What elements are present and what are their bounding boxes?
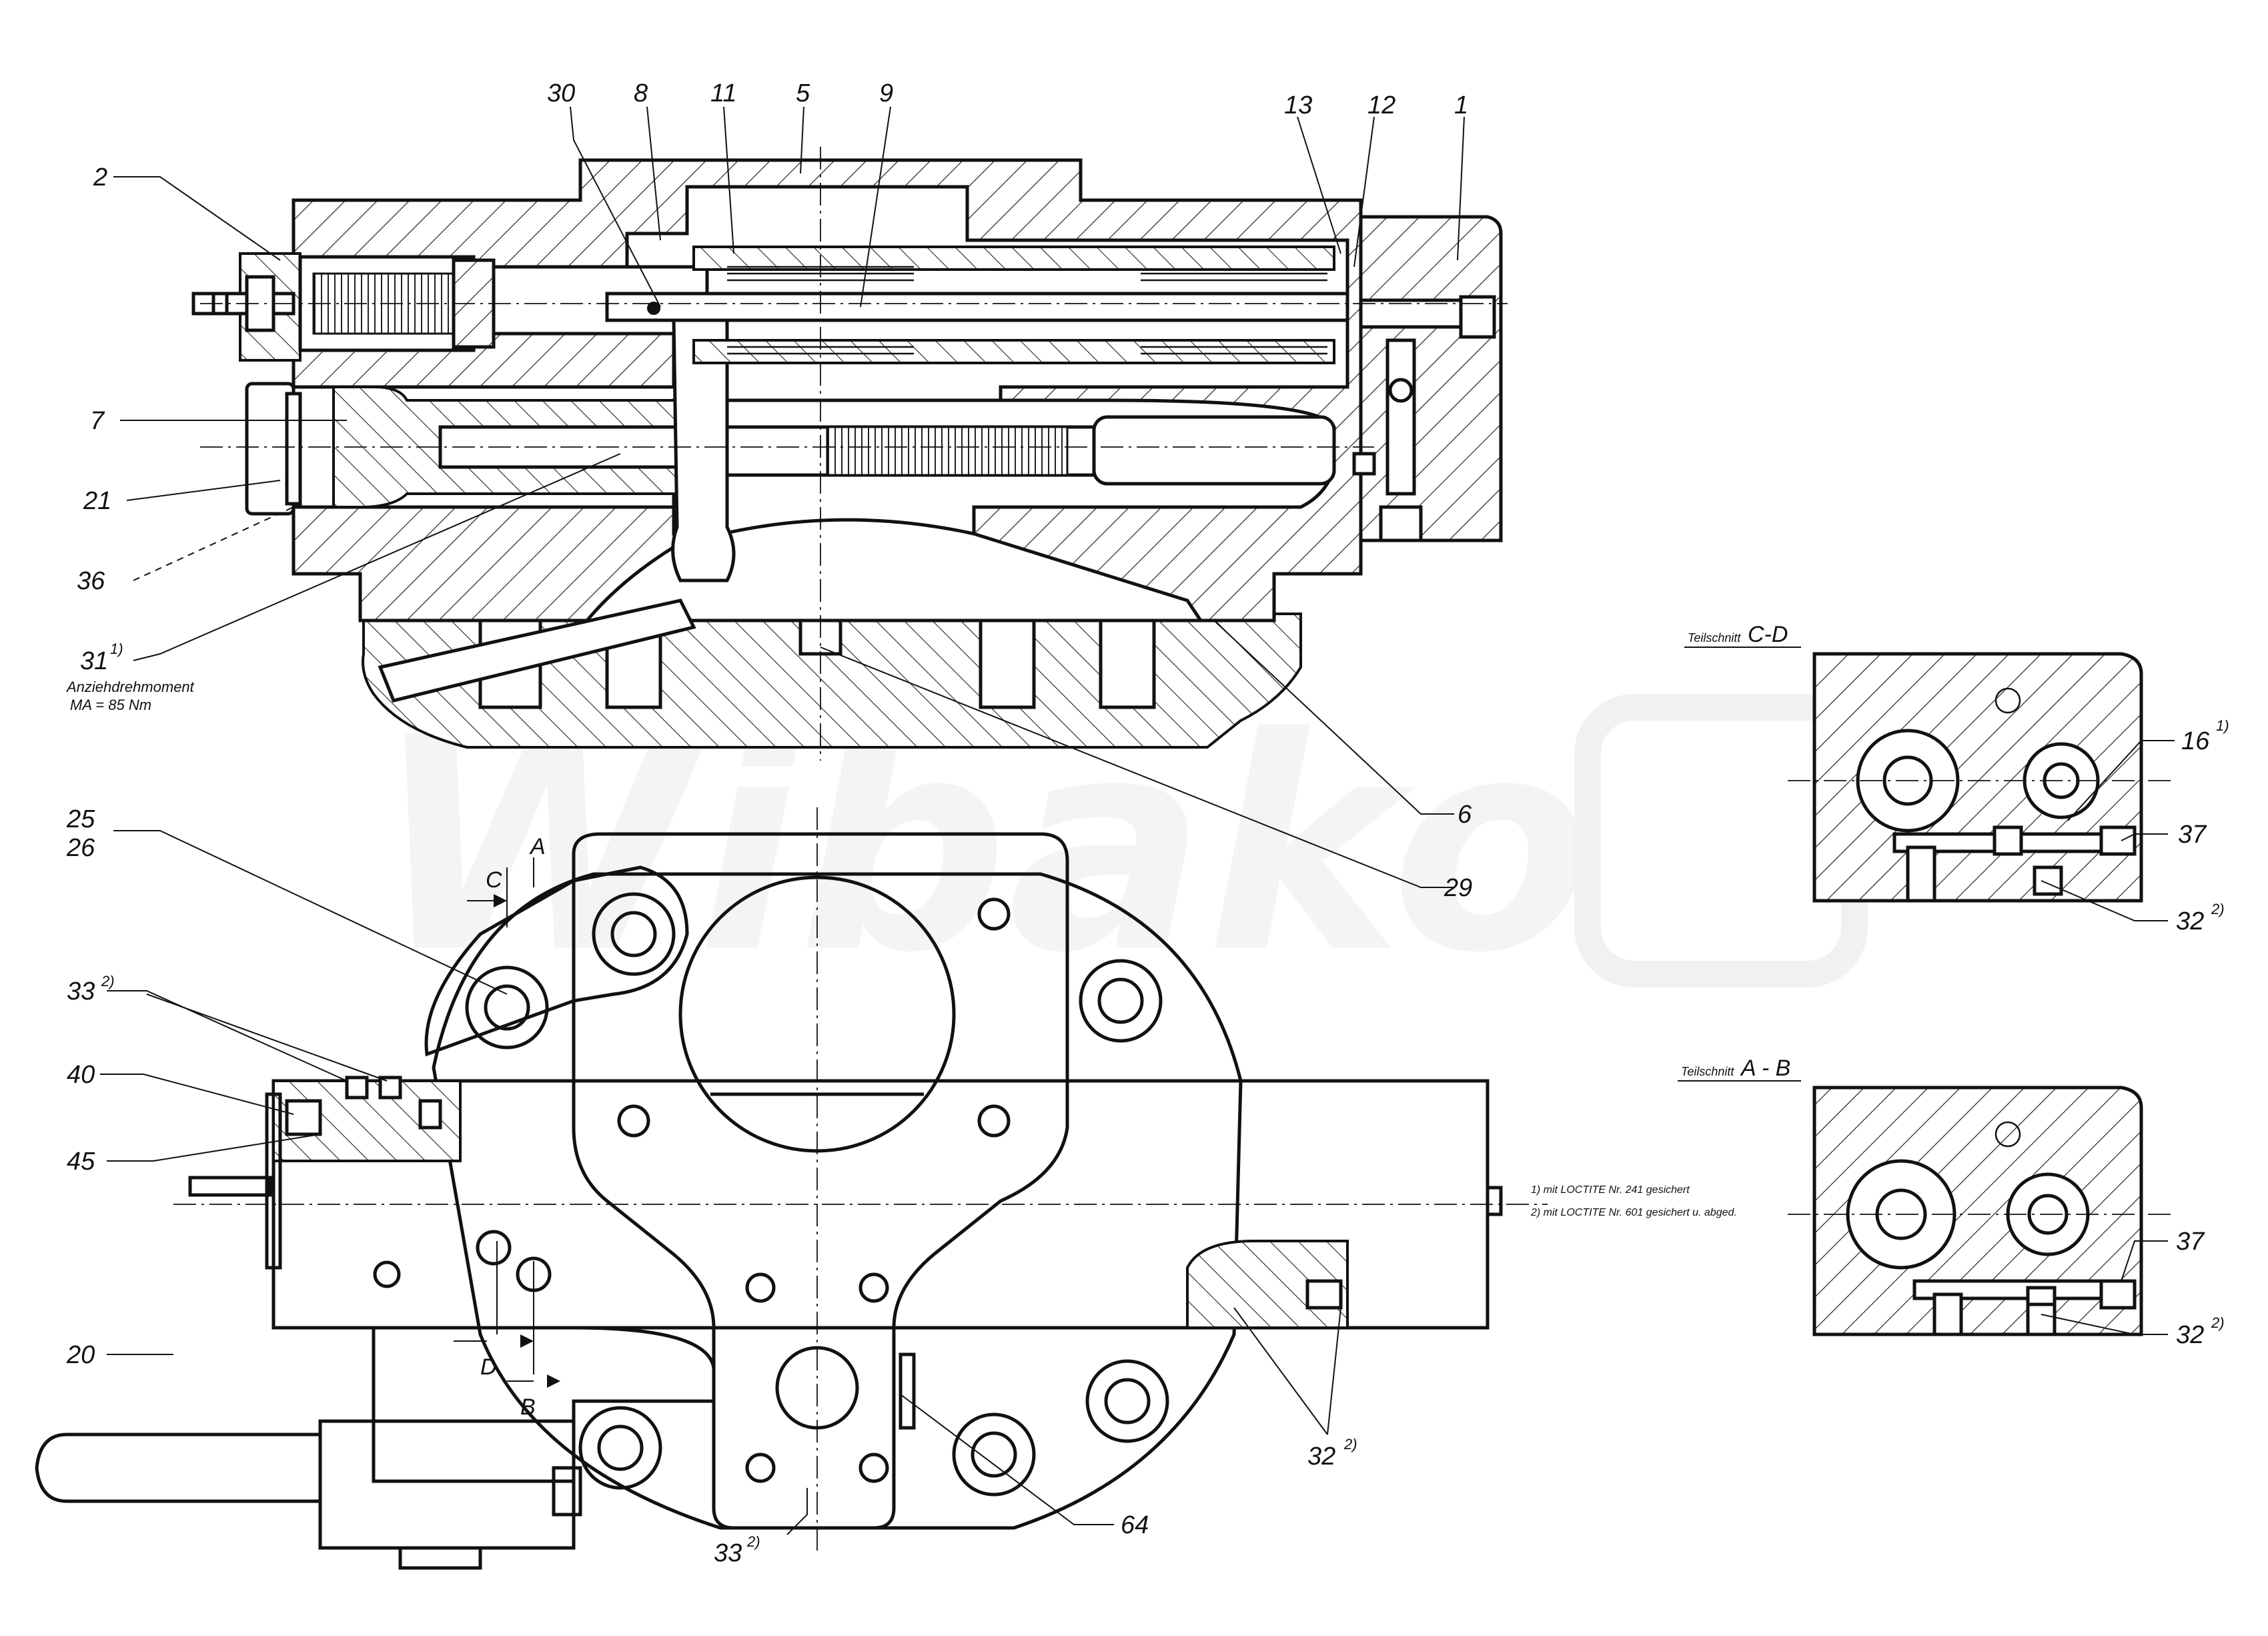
callout-32b: 32: [2176, 907, 2204, 935]
callout-8: 8: [634, 79, 648, 107]
callout-37a: 37: [2178, 821, 2207, 849]
right-stub: [1486, 1186, 1503, 1216]
callout-36: 36: [77, 567, 105, 595]
callout-16-sup: 1): [2216, 717, 2229, 734]
callout-7: 7: [90, 407, 105, 435]
view-marker-a: A: [529, 834, 546, 859]
callout-5: 5: [796, 79, 810, 107]
inclined-bolt: [378, 598, 696, 703]
callout-64: 64: [1121, 1511, 1149, 1539]
view-markers: A C D B: [454, 834, 560, 1420]
handle-body: [318, 1419, 576, 1550]
round-flange: [432, 872, 1243, 1530]
section-ab-title: A - B: [1740, 1056, 1790, 1081]
center-plate: [572, 832, 1069, 1530]
callout-30: 30: [547, 79, 575, 107]
callout-20: 20: [66, 1341, 95, 1369]
callout-31-sup: 1): [110, 641, 123, 657]
callout-13: 13: [1284, 91, 1312, 119]
section-cd-view: [1788, 652, 2175, 903]
callout-33a: 33: [67, 977, 95, 1005]
bolt-heads: [465, 892, 1169, 1497]
piston-rod-thread: [826, 426, 1069, 476]
section-ab-view: [1788, 1086, 2175, 1336]
left-stud: [188, 1176, 272, 1197]
leader-lines: [100, 106, 2175, 1535]
callout-32c-sup: 2): [2211, 1314, 2225, 1331]
rod-end: [1092, 415, 1336, 486]
callout-31: 31: [80, 647, 108, 675]
callout-6: 6: [1458, 801, 1472, 829]
callout-40: 40: [67, 1061, 95, 1089]
callout-12: 12: [1367, 91, 1395, 119]
callout-37b: 37: [2176, 1228, 2205, 1256]
view-marker-c: C: [486, 867, 502, 893]
torque-note-line2: MA = 85 Nm: [70, 697, 151, 713]
callout-1: 1: [1454, 91, 1468, 119]
section-cd-prefix: Teilschnitt: [1688, 631, 1741, 645]
spool-sleeve: [692, 246, 1335, 271]
callout-25: 25: [66, 805, 95, 833]
callout-9: 9: [879, 79, 893, 107]
lower-bracket: [372, 1326, 716, 1483]
right-section-plug: [1305, 1279, 1343, 1310]
left-section-inserts: [285, 1076, 442, 1136]
callout-16: 16: [2181, 727, 2210, 755]
callout-32a: 32: [1307, 1443, 1335, 1471]
label-plate: [899, 1352, 916, 1430]
left-lug: [424, 865, 689, 1057]
control-spool: [605, 292, 1349, 322]
pivot-pin: [647, 302, 660, 315]
section-titles: Teilschnitt C-D Teilschnitt A - B: [1678, 622, 1801, 1082]
callout-33b-sup: 2): [746, 1533, 760, 1550]
handle-foot: [398, 1546, 482, 1570]
torque-note-line1: Anziehdrehmoment: [65, 679, 195, 695]
view-marker-d: D: [480, 1354, 497, 1380]
callout-33b: 33: [714, 1539, 742, 1567]
section-cd-title: C-D: [1748, 622, 1788, 647]
handle-cap: [552, 1466, 582, 1517]
handle-grip: [35, 1433, 322, 1503]
note-2: 2) mit LOCTITE Nr. 601 gesichert u. abge…: [1530, 1207, 1737, 1218]
callout-32c: 32: [2176, 1321, 2204, 1349]
notes: 1) mit LOCTITE Nr. 241 gesichert 2) mit …: [1530, 1184, 1737, 1218]
view-marker-b: B: [520, 1394, 536, 1420]
swash-cavity: [583, 518, 1204, 623]
callout-45: 45: [67, 1148, 95, 1176]
callout-2: 2: [93, 163, 107, 191]
end-cap-flange: [285, 392, 302, 506]
callout-33a-sup: 2): [101, 973, 115, 989]
spool-sleeve-lower: [692, 339, 1335, 364]
callout-21: 21: [83, 487, 111, 515]
callout-32a-sup: 2): [1343, 1436, 1357, 1453]
end-cover: [1359, 215, 1503, 542]
top-section-view: [191, 147, 1508, 761]
left-cover: [265, 1092, 282, 1270]
section-ab-prefix: Teilschnitt: [1681, 1065, 1734, 1078]
note-1: 1) mit LOCTITE Nr. 241 gesichert: [1531, 1184, 1690, 1196]
callout-11: 11: [710, 79, 736, 107]
callout-32b-sup: 2): [2211, 901, 2225, 917]
callout-26: 26: [66, 834, 95, 862]
bottom-front-view: [35, 807, 1548, 1570]
callout-labels: 30 8 11 5 9 13 12 1 2 7 21 36 31 1) Anzi…: [65, 79, 2229, 1567]
callout-29: 29: [1444, 874, 1472, 902]
pivot-lever: [671, 318, 736, 582]
